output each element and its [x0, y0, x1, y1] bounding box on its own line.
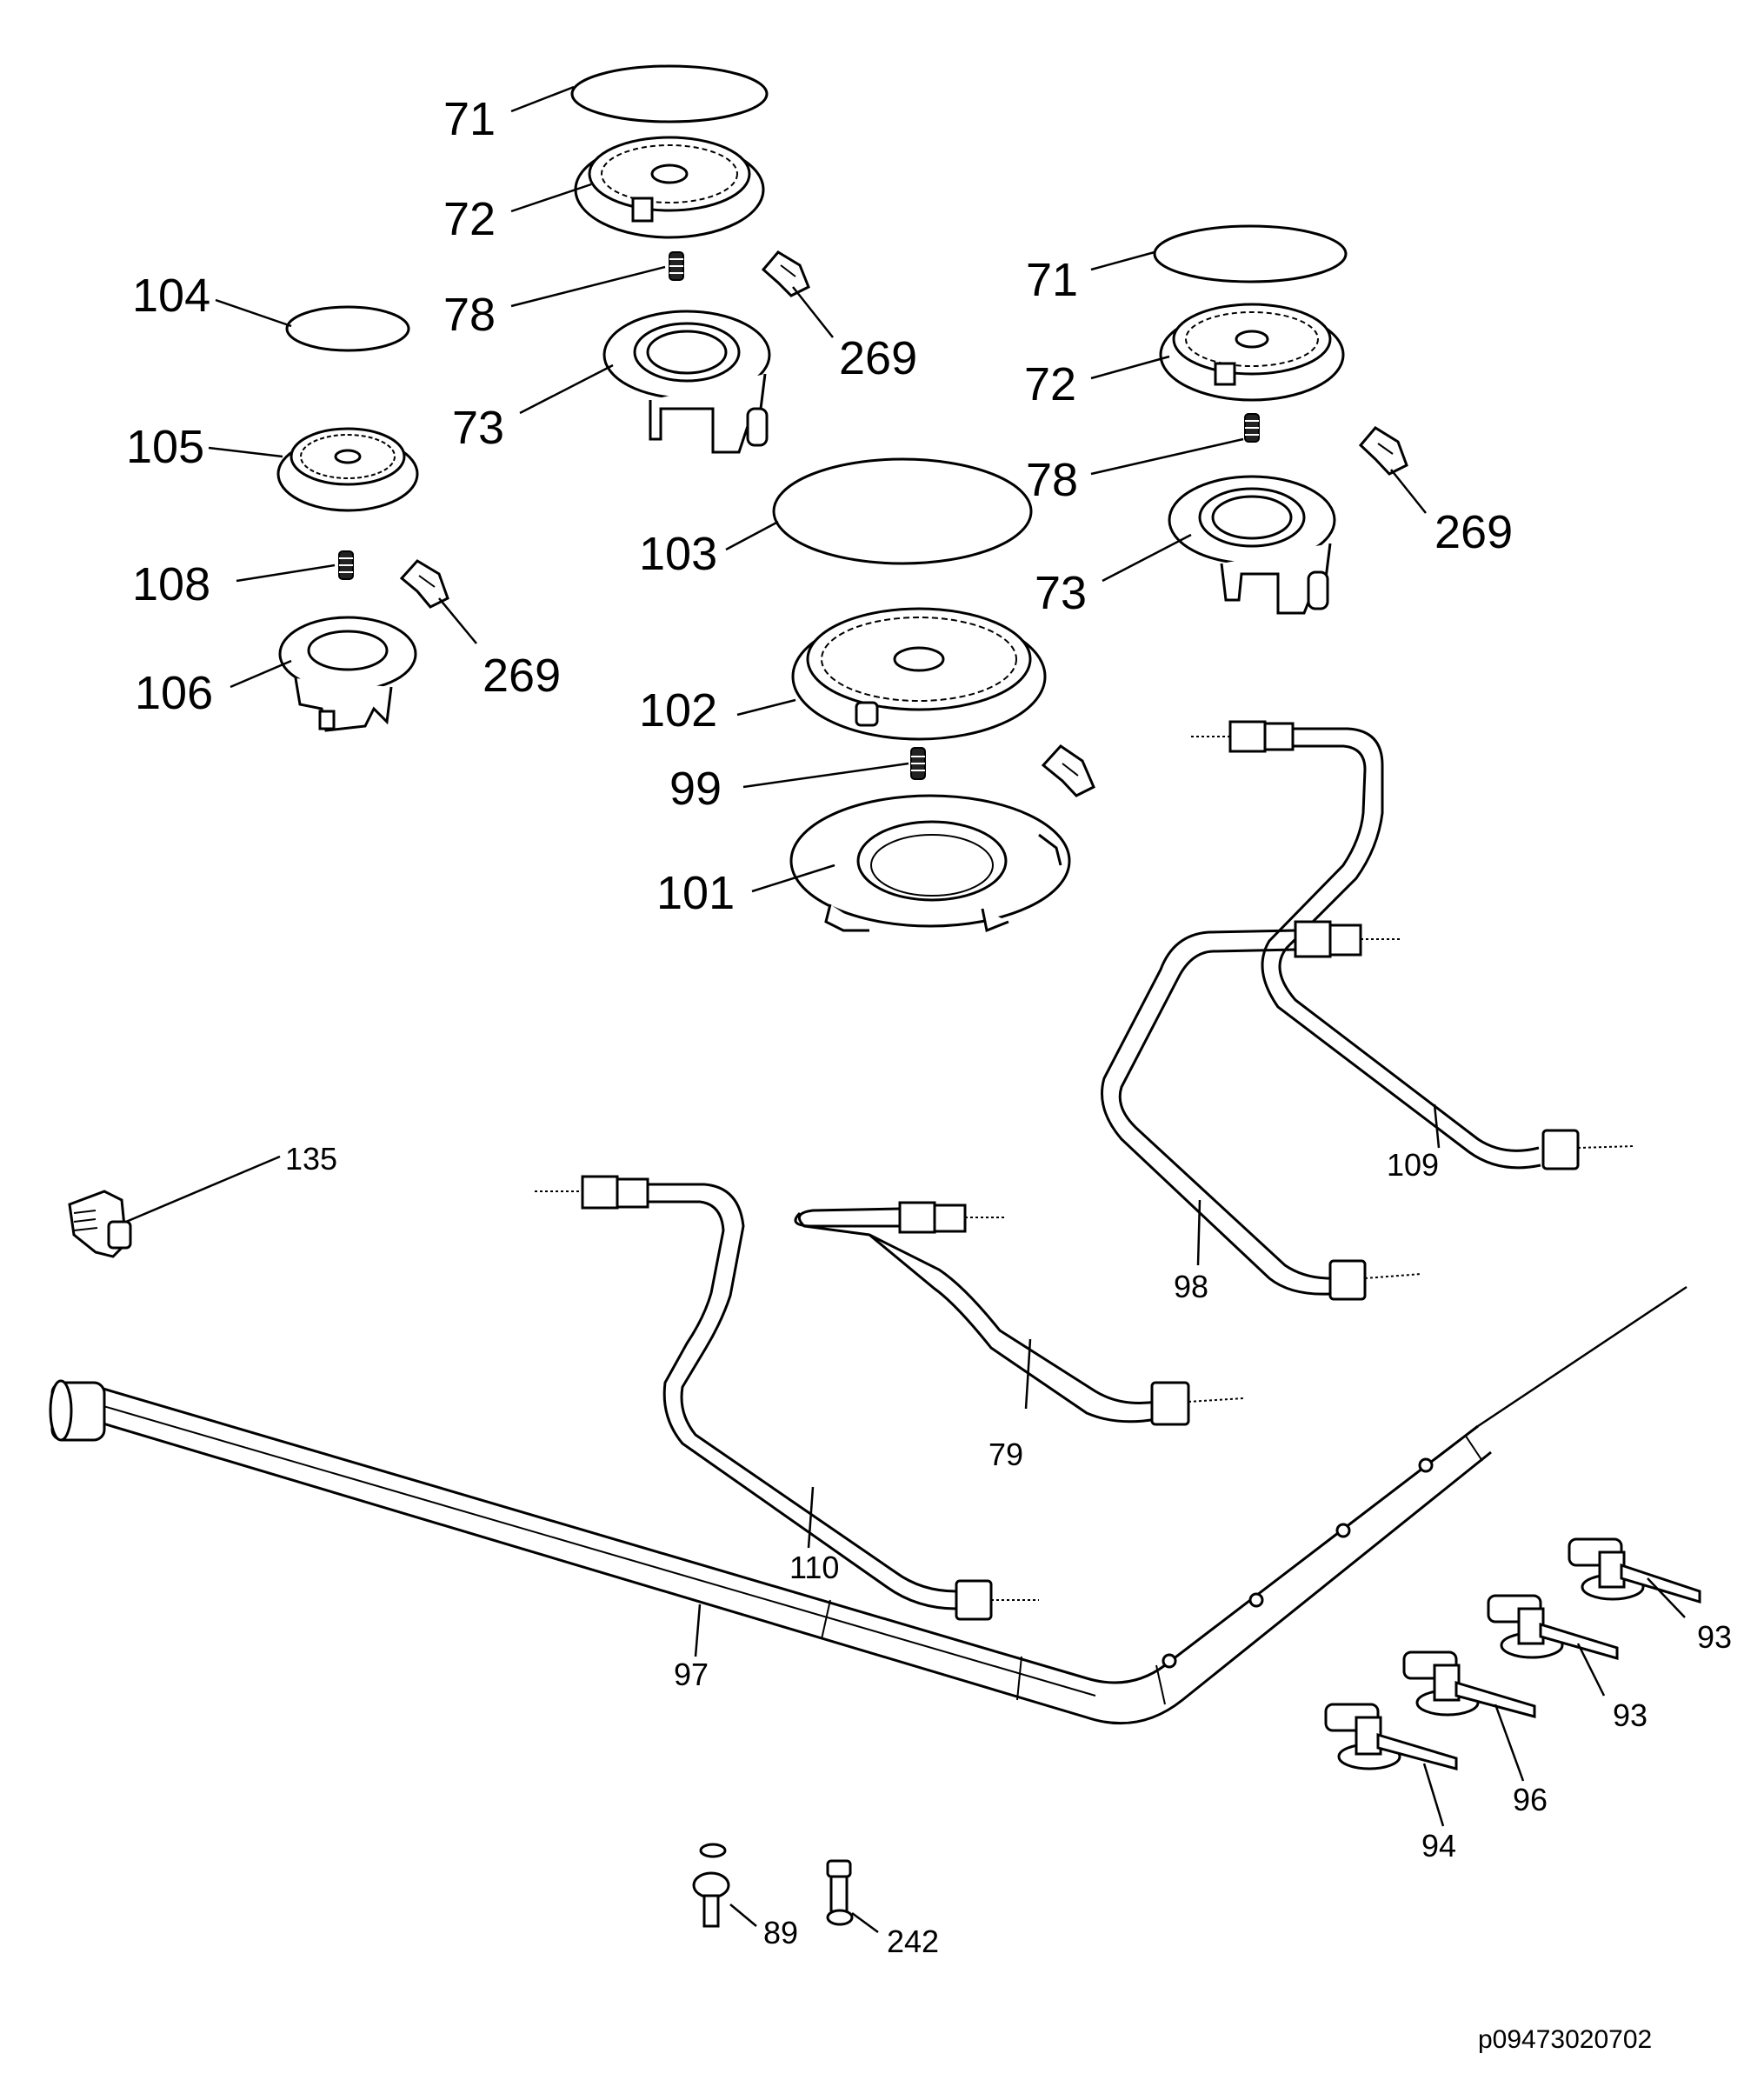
fitting-89 — [692, 1843, 730, 1928]
part-labels: 71 72 78 73 269 104 105 108 106 269 71 7… — [126, 93, 1732, 2054]
burner-base-73-right — [1168, 475, 1336, 615]
injector-78-right — [1244, 413, 1260, 443]
burner-crown-102 — [791, 607, 1047, 741]
label-269-top: 269 — [839, 332, 917, 384]
burner-cap-103 — [772, 457, 1033, 565]
label-135: 135 — [285, 1141, 337, 1177]
label-94: 94 — [1421, 1828, 1456, 1864]
gas-tap-93-second — [1487, 1594, 1619, 1660]
label-93-top: 93 — [1697, 1619, 1732, 1655]
label-71-right: 71 — [1026, 254, 1078, 306]
label-104: 104 — [132, 270, 210, 322]
gas-tap-94 — [1324, 1703, 1458, 1770]
label-72-top: 72 — [443, 193, 496, 245]
label-105: 105 — [126, 421, 204, 473]
label-103: 103 — [639, 528, 717, 580]
leader-lines — [125, 85, 1686, 1934]
burner-crown-72-top — [574, 136, 765, 239]
label-101: 101 — [656, 867, 735, 919]
gas-tap-96 — [1402, 1650, 1536, 1718]
burner-cap-71-right — [1153, 224, 1348, 283]
label-110: 110 — [789, 1550, 839, 1585]
label-99: 99 — [669, 763, 722, 815]
spark-bracket-269-center — [1041, 744, 1095, 797]
label-79: 79 — [989, 1437, 1023, 1472]
label-71-top: 71 — [443, 93, 496, 145]
label-96: 96 — [1513, 1782, 1548, 1817]
label-98: 98 — [1174, 1269, 1208, 1304]
label-89: 89 — [763, 1915, 798, 1950]
label-269-left: 269 — [483, 650, 561, 702]
burner-cap-104 — [285, 305, 410, 352]
label-108: 108 — [132, 558, 210, 610]
fitting-242 — [826, 1859, 854, 1926]
spark-bracket-269-right — [1358, 426, 1408, 476]
gas-pipe-79 — [794, 1201, 1244, 1426]
burner-crown-72-right — [1159, 303, 1345, 402]
diagram-code: p09473020702 — [1478, 2025, 1652, 2054]
gas-tap-93-top — [1568, 1537, 1701, 1604]
injector-108 — [338, 550, 354, 580]
spark-bracket-269-top — [761, 250, 810, 297]
label-72-right: 72 — [1024, 358, 1076, 410]
burner-crown-105 — [276, 427, 419, 512]
label-269-right: 269 — [1434, 506, 1513, 558]
injector-99 — [910, 747, 926, 780]
label-78-top: 78 — [443, 289, 496, 341]
label-73-top: 73 — [452, 402, 504, 454]
gas-pipe-109 — [1191, 720, 1635, 1170]
burner-base-101 — [789, 794, 1071, 933]
label-102: 102 — [639, 684, 717, 737]
label-106: 106 — [135, 667, 213, 719]
burner-base-106 — [278, 616, 417, 732]
connector-135 — [68, 1190, 132, 1258]
gas-manifold-97 — [49, 1285, 1687, 1725]
gas-pipe-110 — [535, 1175, 1039, 1621]
gas-pipe-98 — [1101, 920, 1422, 1301]
label-109: 109 — [1387, 1147, 1439, 1183]
burner-cap-71-top — [570, 64, 769, 123]
label-97: 97 — [674, 1657, 709, 1692]
label-73-right: 73 — [1035, 567, 1087, 619]
label-242: 242 — [887, 1924, 939, 1959]
label-78-right: 78 — [1026, 454, 1078, 506]
label-93-second: 93 — [1613, 1697, 1648, 1733]
injector-78-top — [669, 251, 684, 281]
burner-base-73-top — [602, 310, 771, 454]
spark-bracket-269-left — [399, 559, 449, 609]
